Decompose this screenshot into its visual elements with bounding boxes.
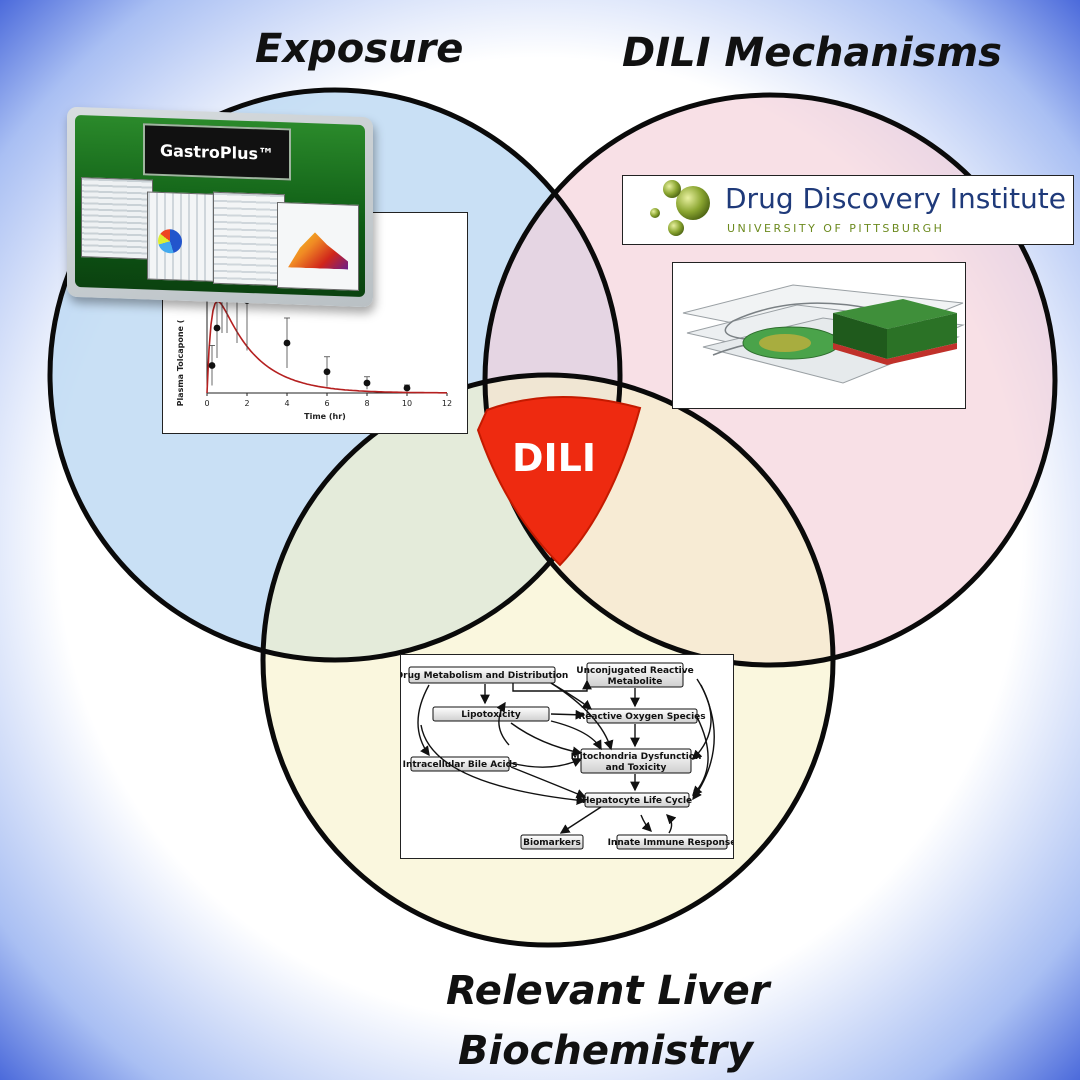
pk-data-point [363,379,371,387]
node-ros [586,708,698,724]
surface-plot-thumbnail-icon [288,227,348,269]
ddi-logo-panel: Drug Discovery Institute UNIVERSITY OF P… [622,175,1074,245]
pk-x-tick-label: 12 [442,399,452,408]
exposure-label: Exposure [255,26,464,72]
pk-ylabel: Plasma Tolcapone ( [176,319,185,406]
pk-plot-panel: 0 2 4 6 8 10 12 Time (hr) Plasma Tolcapone ( [162,212,468,434]
label-mito-2: and Toxicity [606,763,667,773]
liver-chip-panel [672,262,966,409]
label-hepatocyte: Hepatocyte Life Cycle [582,796,692,806]
liver-biochem-flowchart: Drug Metabolism and Distribution Unconju… [396,662,736,850]
label-mito-1: Mitochondria Dysfunction [571,752,702,762]
pk-x-tick-label: 2 [244,399,249,408]
label-biomarkers: Biomarkers [523,838,581,848]
gastroplus-card: GastroPlus™ [67,106,373,308]
pk-data-point [208,362,216,369]
ddi-subtitle: UNIVERSITY OF PITTSBURGH [727,222,945,235]
pk-data-point [323,368,331,376]
mini-window-1 [81,177,153,260]
label-bile-acids: Intracellular Bile Acids [403,760,518,770]
node-biomarkers [520,834,584,850]
pk-x-tick-label: 6 [324,399,329,408]
label-unconjugated-1: Unconjugated Reactive [576,666,693,676]
pk-xlabel: Time (hr) [304,412,346,421]
mini-window-3 [213,191,285,287]
pk-x-tick-label: 10 [402,399,412,408]
pk-x-tick-label: 4 [284,399,289,408]
gastroplus-title-box: GastroPlus™ [143,123,291,181]
dili-mechanisms-label: DILI Mechanisms [622,30,1002,76]
flowchart-panel: Drug Metabolism and Distribution Unconju… [396,654,736,859]
ddi-name: Drug Discovery Institute [725,182,1067,215]
pk-data-point [403,384,411,392]
label-unconjugated-2: Metabolite [608,677,663,687]
pk-data-point [283,339,291,347]
gastroplus-title: GastroPlus™ [159,140,275,164]
mini-window-2 [147,191,217,282]
dili-center-label: DILI [512,436,597,480]
biochem-label-line2: Biochemistry [458,1028,754,1074]
mini-window-4 [277,201,359,291]
pk-x-tick-label: 0 [204,399,209,408]
biochem-label-line1: Relevant Liver [446,968,770,1014]
label-lipotoxicity: Lipotoxicity [461,710,521,720]
label-drug-metabolism: Drug Metabolism and Distribution [401,671,568,681]
node-innate-immune [616,834,728,850]
pk-data-point [213,324,221,332]
label-innate-immune: Innate Immune Response [608,838,733,848]
node-drug-metabolism [408,666,556,684]
label-ros: Reactive Oxygen Species [578,712,705,722]
ddi-dots-icon [650,180,710,236]
node-unconjugated [586,662,684,688]
node-lipotoxicity [432,706,550,722]
dili-center-triangle [476,395,642,567]
pie-thumbnail-icon [158,228,182,254]
liver-chip-image [682,284,965,384]
pk-x-tick-label: 8 [364,399,369,408]
